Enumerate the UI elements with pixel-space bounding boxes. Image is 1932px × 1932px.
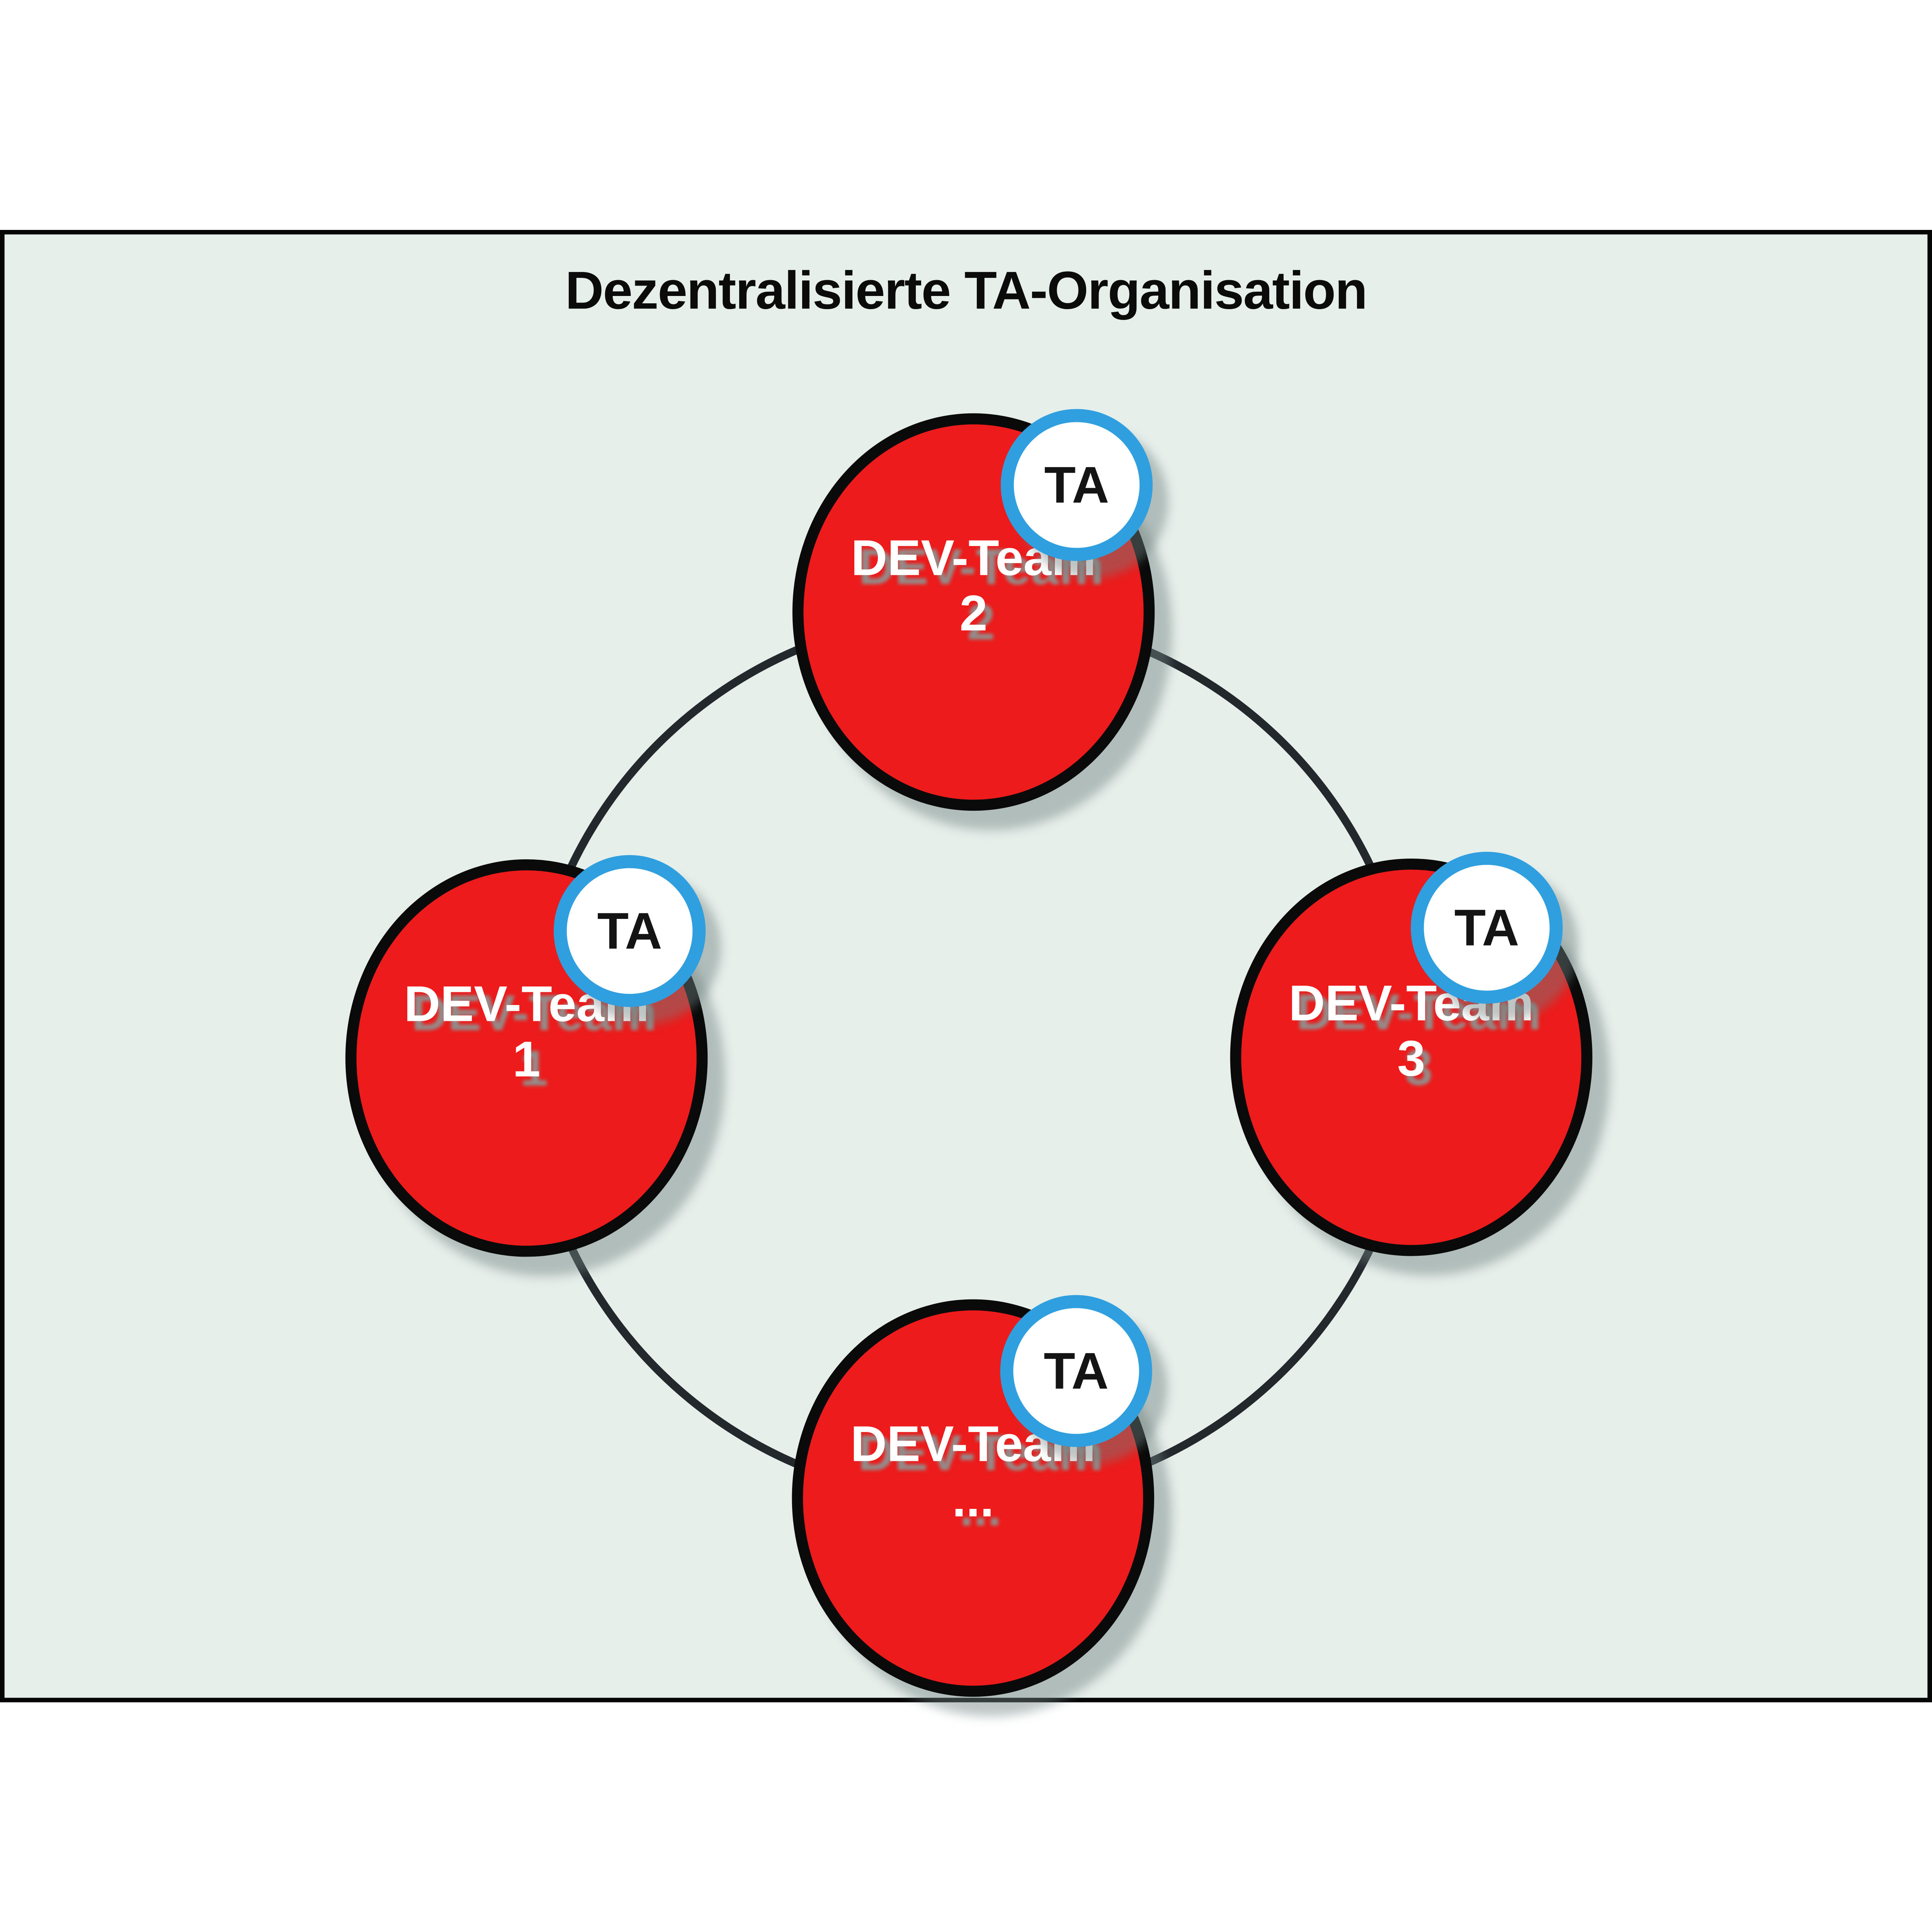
team-number: 3 xyxy=(1397,1030,1425,1087)
ta-badge: TA xyxy=(1000,409,1153,561)
ta-badge-label: TA xyxy=(1044,456,1109,514)
team-number: 1 xyxy=(512,1031,541,1087)
team-number: ... xyxy=(952,1471,994,1527)
node-dev-team-3: DEV-Team 3 TA xyxy=(1230,852,1593,1256)
node-dev-team-2: DEV-Team 2 TA xyxy=(792,409,1155,811)
ta-badge: TA xyxy=(553,855,706,1007)
team-number: 2 xyxy=(959,585,988,641)
ta-badge-label: TA xyxy=(597,902,662,960)
diagram-title: Dezentralisierte TA-Organisation xyxy=(565,260,1368,320)
ta-badge: TA xyxy=(1000,1295,1152,1447)
ta-badge: TA xyxy=(1411,852,1563,1004)
ta-badge-label: TA xyxy=(1044,1342,1109,1400)
diagram-canvas: Dezentralisierte TA-Organisation DEV-Tea… xyxy=(0,230,1932,1702)
node-dev-team-1: DEV-Team 1 TA xyxy=(345,855,708,1257)
node-dev-team-more: DEV-Team ... TA xyxy=(792,1295,1154,1697)
team-label: DEV-Team 3 xyxy=(1230,975,1593,1086)
ta-badge-label: TA xyxy=(1454,898,1519,956)
